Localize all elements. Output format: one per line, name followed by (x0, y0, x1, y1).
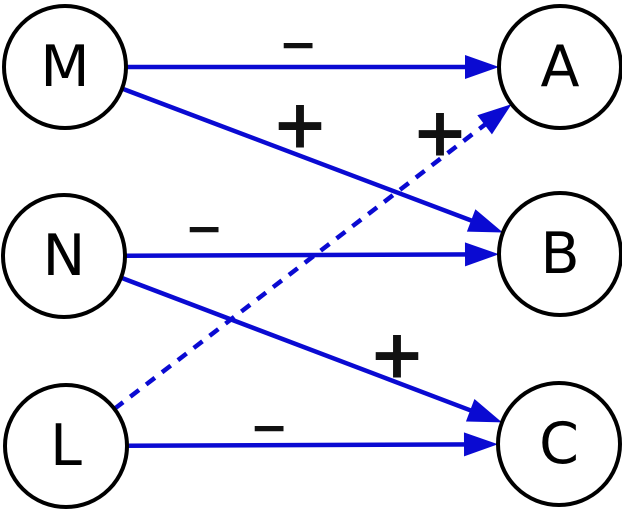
edge-sign-label-L-C: − (250, 400, 289, 454)
edge-sign-label-M-A: − (279, 17, 318, 71)
edge-sign-label-N-B: − (185, 201, 224, 255)
node-circle-B (497, 191, 622, 317)
edge-sign-label-L-A: + (412, 94, 469, 173)
arrowhead-icon-L-A (477, 104, 512, 135)
node-circle-L (3, 383, 129, 509)
node-label-A: A (541, 34, 580, 100)
arrowhead-icon-N-C (465, 399, 502, 423)
edge-line-N-B (124, 252, 481, 259)
edge-line-M-B (121, 86, 487, 228)
edge-line-N-C (120, 275, 486, 418)
node-label-L: L (50, 413, 82, 479)
node-label-B: B (540, 221, 579, 287)
node-label-N: N (43, 223, 86, 289)
node-label-M: M (40, 34, 89, 100)
node-label-C: C (539, 411, 579, 477)
arrowhead-icon-N-B (464, 242, 500, 267)
node-circle-A (497, 4, 622, 130)
node-circle-N (1, 193, 127, 319)
arrowhead-icon-L-C (463, 432, 499, 457)
edge-sign-label-M-B: + (272, 86, 329, 165)
arrowhead-icon-M-A (465, 55, 499, 79)
node-circle-C (496, 381, 622, 507)
arrowhead-icon-M-B (466, 209, 503, 233)
edge-line-L-A (113, 113, 499, 411)
node-circle-M (2, 4, 128, 130)
edge-sign-label-N-C: + (369, 316, 426, 395)
edge-line-L-C (126, 442, 480, 449)
